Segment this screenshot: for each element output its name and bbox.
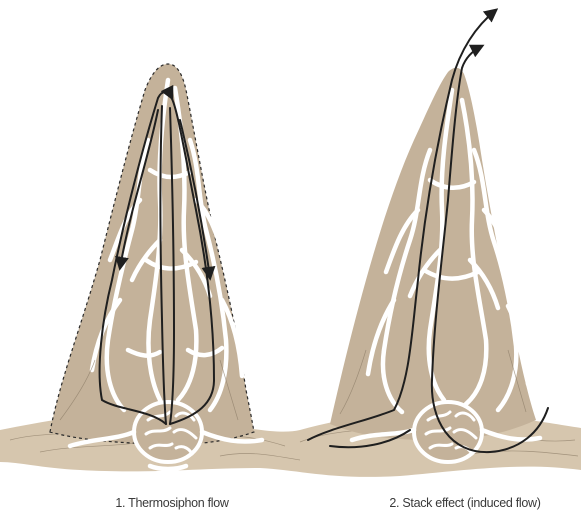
caption-stack-effect: 2. Stack effect (induced flow): [370, 496, 560, 516]
mound-right: [330, 68, 540, 462]
caption-thermosiphon-flow: 1. Thermosiphon flow: [92, 496, 252, 516]
mound-left: [50, 64, 262, 469]
